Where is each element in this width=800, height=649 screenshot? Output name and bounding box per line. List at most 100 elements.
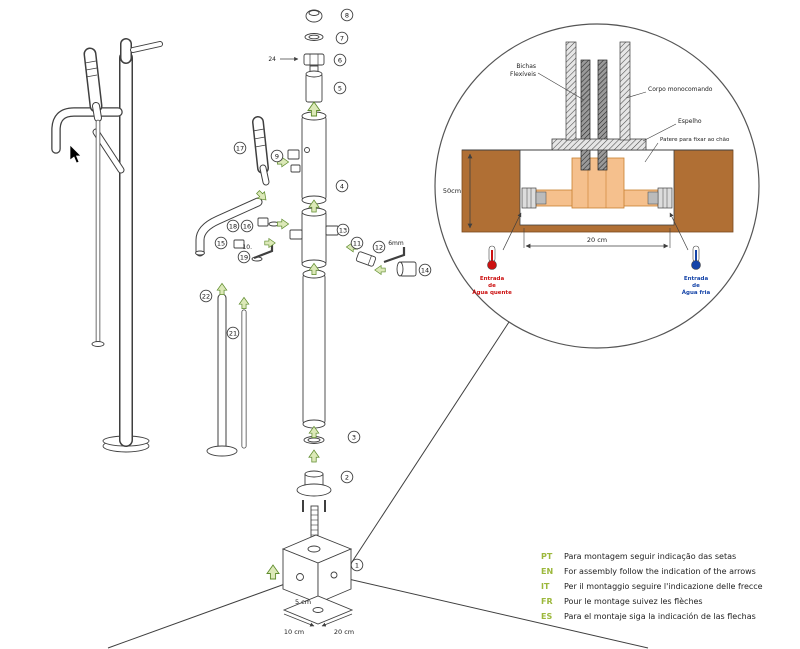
- inset-dimensions: 50cm 20 cm: [443, 153, 671, 249]
- base-dimensions: 5 cm 10 cm 20 cm: [284, 598, 354, 636]
- callout-4: 4: [335, 179, 349, 193]
- instruction-row-fr: FR Pour le montage suivez les flèches: [541, 594, 763, 609]
- callout-18: 18: [226, 219, 240, 233]
- callout-14: 14: [418, 263, 432, 277]
- cold-label-1: Entrada: [684, 276, 709, 282]
- dim-side-b: 20 cm: [334, 628, 354, 636]
- callout-21: 21: [226, 326, 240, 340]
- svg-text:11: 11: [353, 239, 361, 247]
- instruction-row-es: ES Para el montaje siga la indicación de…: [541, 609, 763, 624]
- svg-text:17: 17: [236, 144, 244, 152]
- lang-text-en: For assembly follow the indication of th…: [564, 567, 756, 576]
- callout-8: 8: [340, 8, 354, 22]
- hex-key-large: [383, 247, 406, 264]
- hand-shower: [83, 47, 103, 122]
- callout-17: 17: [233, 141, 247, 155]
- hot-water-entry: Entrada de Água quente: [472, 212, 522, 296]
- callout-2: 2: [340, 470, 354, 484]
- svg-text:5: 5: [338, 84, 342, 92]
- lang-code-es: ES: [541, 612, 553, 621]
- label-bracket: Patere para fixar ao chão: [660, 137, 730, 143]
- svg-text:22: 22: [202, 292, 210, 300]
- dim-width: 20 cm: [587, 236, 607, 244]
- callout-7: 7: [335, 31, 349, 45]
- svg-text:6: 6: [338, 56, 342, 64]
- callout-16: 16: [240, 219, 254, 233]
- svg-text:19: 19: [240, 253, 248, 261]
- cold-label-3: Água fria: [682, 289, 711, 296]
- svg-text:16: 16: [243, 222, 251, 230]
- instruction-row-en: EN For assembly follow the indication of…: [541, 564, 763, 579]
- dim-depth: 50cm: [443, 187, 461, 195]
- hot-thermometer-icon: [487, 245, 497, 270]
- lang-text-fr: Pour le montage suivez les flèches: [564, 597, 703, 606]
- inset-labels: Bichas Flexíveis Corpo monocomando Espel…: [510, 63, 730, 163]
- detail-inset: 50cm 20 cm Bichas Flexíveis Corpo monoco…: [434, 23, 760, 349]
- svg-text:4: 4: [340, 182, 344, 190]
- flex-hose-right: [597, 59, 608, 171]
- cover-plate: [551, 138, 647, 151]
- label-flex-hoses-2: Flexíveis: [510, 71, 536, 78]
- lang-text-it: Per il montaggio seguire l'indicazione d…: [564, 582, 763, 591]
- svg-text:12: 12: [375, 243, 383, 251]
- svg-text:7: 7: [340, 34, 344, 42]
- callout-1: 1: [350, 558, 364, 572]
- svg-text:13: 13: [339, 226, 347, 234]
- callout-19: 19: [237, 250, 251, 264]
- lang-code-pt: PT: [541, 552, 553, 561]
- flex-hose-left: [580, 59, 591, 171]
- body-wall-right: [619, 41, 631, 141]
- callout-12: 12: [372, 240, 386, 254]
- hot-label-1: Entrada: [480, 276, 505, 282]
- callout-3: 3: [347, 430, 361, 444]
- dim-side-a: 10 cm: [284, 628, 304, 636]
- notes: 24 10. 6mm: [242, 56, 403, 251]
- callout-13: 13: [336, 223, 350, 237]
- cold-thermometer-icon: [691, 245, 701, 270]
- callout-6: 6: [333, 53, 347, 67]
- callout-22: 22: [199, 289, 213, 303]
- hot-label-3: Água quente: [472, 289, 512, 296]
- lang-code-en: EN: [541, 567, 554, 576]
- cold-label-2: de: [692, 283, 700, 289]
- lang-code-it: IT: [541, 582, 550, 591]
- svg-text:18: 18: [229, 222, 237, 230]
- instruction-row-it: IT Per il montaggio seguire l'indicazion…: [541, 579, 763, 594]
- body-wall-left: [565, 41, 577, 141]
- dim-inner: 5 cm: [295, 598, 311, 606]
- lang-code-fr: FR: [541, 597, 553, 606]
- thread-note: 24: [268, 56, 276, 63]
- base-box: [281, 534, 353, 604]
- instruction-row-pt: PT Para montagem seguir indicação das se…: [541, 549, 763, 564]
- cold-water-entry: Entrada de Água fria: [669, 212, 711, 296]
- svg-text:8: 8: [345, 11, 349, 19]
- lang-text-es: Para el montaje siga la indicación de la…: [564, 612, 756, 621]
- callout-9: 9: [270, 149, 284, 163]
- mouse-cursor: [69, 144, 82, 164]
- callout-5: 5: [333, 81, 347, 95]
- sub-assembly: [195, 116, 301, 457]
- svg-text:2: 2: [345, 473, 349, 481]
- label-body: Corpo monocomando: [648, 86, 713, 93]
- hand-shower-part: [252, 116, 270, 186]
- svg-text:1: 1: [355, 561, 359, 569]
- part-callouts: 8 7 6 5 4 17 9 18 16 15 19 13 11 12 14 2…: [199, 8, 432, 572]
- hex-small-note: 10.: [242, 244, 252, 251]
- floor-cut: [282, 595, 354, 627]
- hot-fitting: [521, 187, 537, 209]
- svg-text:15: 15: [217, 239, 225, 247]
- svg-text:3: 3: [352, 433, 356, 441]
- language-instructions: PT Para montagem seguir indicação das se…: [541, 549, 763, 624]
- svg-text:14: 14: [421, 266, 429, 274]
- assembled-faucet: [51, 38, 163, 453]
- callout-11: 11: [350, 236, 364, 250]
- svg-text:21: 21: [229, 329, 237, 337]
- cold-fitting: [657, 187, 673, 209]
- hot-label-2: de: [488, 283, 496, 289]
- label-flex-hoses-1: Bichas: [516, 63, 536, 70]
- hex-large-note: 6mm: [388, 240, 404, 247]
- lang-text-pt: Para montagem seguir indicação das setas: [564, 552, 737, 561]
- callout-15: 15: [214, 236, 228, 250]
